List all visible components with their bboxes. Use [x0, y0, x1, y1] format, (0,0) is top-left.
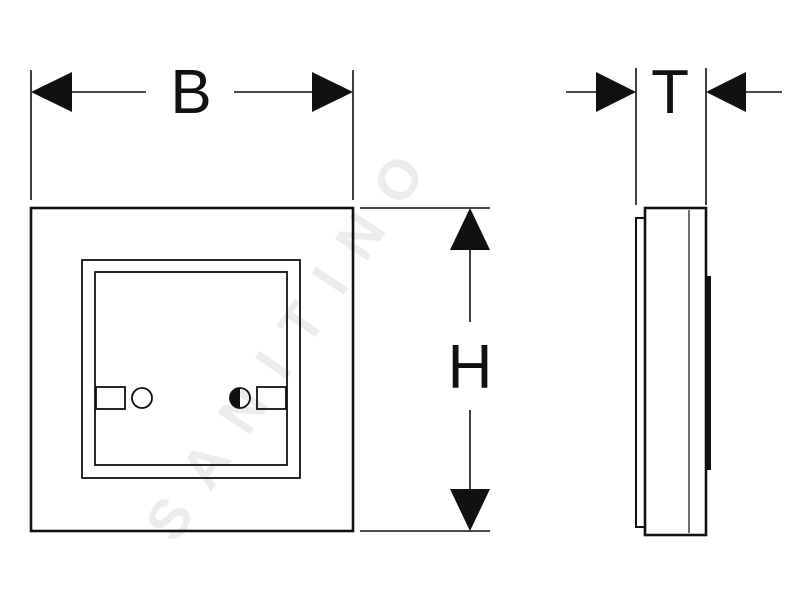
width-label: B: [170, 58, 211, 127]
depth-label: T: [651, 58, 689, 127]
half-circle-fill: [230, 388, 240, 408]
side-view: [635, 206, 711, 537]
height-label: H: [448, 333, 493, 402]
watermark: SANITINO: [133, 122, 451, 551]
led-circle-icon: [131, 387, 153, 409]
arrow-down-icon: [450, 489, 490, 531]
outer-frame: [29, 206, 355, 533]
arrow-right-icon: [596, 72, 636, 112]
arrow-left-icon: [706, 72, 746, 112]
dimension-depth: [566, 68, 782, 205]
side-back-flange: [635, 217, 646, 528]
arrow-left-icon: [31, 72, 72, 112]
inner-plate-inner-edge: [94, 271, 288, 466]
dimension-width: [30, 70, 354, 200]
side-front-button: [706, 276, 711, 470]
arrow-up-icon: [450, 208, 490, 250]
arrow-right-icon: [312, 72, 353, 112]
dimension-height: [360, 207, 490, 532]
left-sensor-window: [95, 386, 126, 410]
front-view: [29, 206, 355, 533]
side-body: [643, 206, 708, 537]
right-sensor-window: [256, 386, 287, 410]
inner-plate-outer-edge: [81, 259, 301, 479]
